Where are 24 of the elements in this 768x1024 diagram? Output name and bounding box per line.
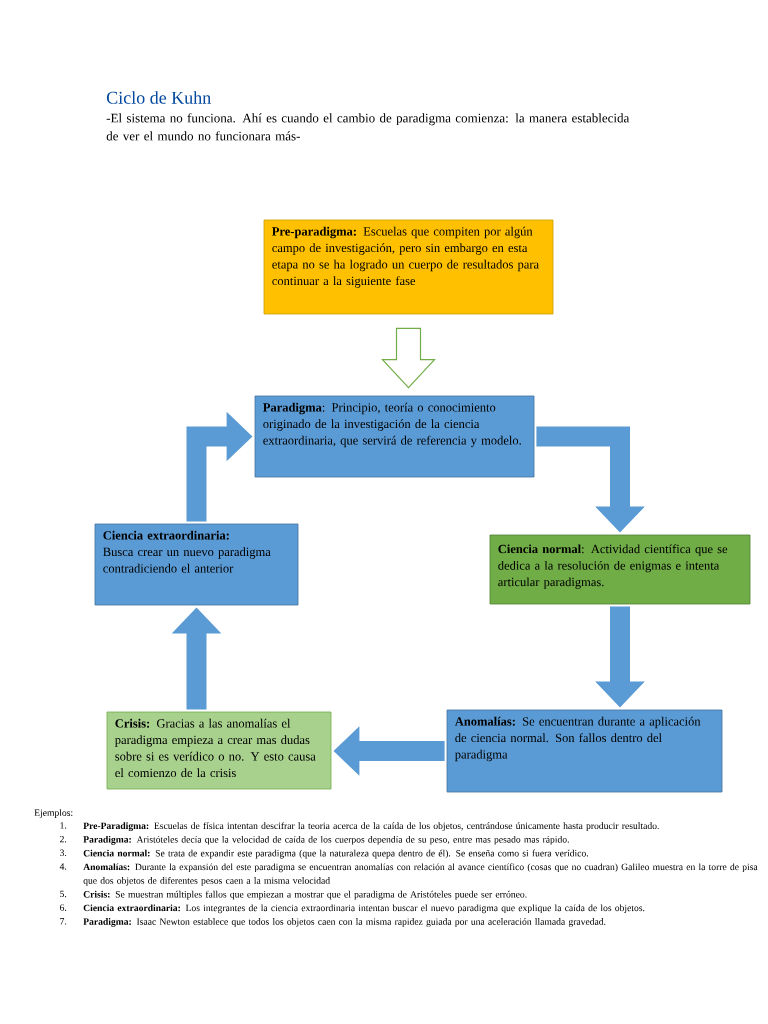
list-number: 7.	[60, 918, 67, 925]
list-number: 3.	[60, 849, 67, 857]
example-item: Paradigma: Isaac Newton establece que todos los objetos caen con la misma rapidez guiada por una aceleración llamada gravedad.	[83, 918, 606, 927]
list-number: 4.	[59, 863, 67, 870]
process-box: Anomalías: Se encuentran durante a aplicación de ciencia normal. Son fallos dentro del paradigma	[446, 709, 723, 793]
process-box: Crisis: Gracias a las anomalías el paradigma empieza a crear mas dudas sobre si es verídico o no. Y esto causa el comienzo de la crisis	[106, 711, 332, 790]
list-number: 5.	[60, 890, 67, 898]
intro-text: -El sistema no funciona. Ahí es cuando el cambio de paradigma comienza: la manera establecida de ver el mundo no funcionara más-	[106, 113, 630, 141]
example-item: Pre-Paradigma: Escuelas de física intentan descifrar la teoria acerca de la caída de los objetos, centrándose únicamente hasta producir resultado.	[83, 822, 659, 832]
hollow-block-arrow	[381, 327, 436, 389]
process-box: Paradigma: Principio, teoría o conocimiento originado de la investigación de la ciencia extraordinaria, que servirá de referencia y modelo.	[254, 395, 535, 478]
example-item: Ciencia extraordinaria: Los integrantes de la ciencia extraordinaria intentan buscar el nuevo paradigma que explique la caída de los objetos.	[83, 904, 645, 914]
example-item: Anomalías: Durante la expansión del este paradigma se encuentran anomalías con relación al avance científico (cosas que no cuadran) Galileo muestra en la torre de pisa que dos objetos de diferentes pesos caen a la misma velocidad	[83, 863, 758, 886]
heading: Ejemplos:	[34, 809, 73, 818]
list-number: 6.	[60, 904, 67, 911]
process-box: Pre-paradigma: Escuelas que compiten por algún campo de investigación, pero sin embargo en esta etapa no se ha logrado un cuerpo de resultados para continuar a la siguiente fase	[263, 219, 554, 315]
title: Ciclo de Kuhn	[106, 91, 211, 104]
example-item: Ciencia normal: Se trata de expandir este paradigma (que la naturaleza quepa dentro de él). Se enseña como si fuera verídico.	[83, 849, 589, 859]
process-box: Ciencia normal: Actividad científica que se dedica a la resolución de enigmas e intenta articular paradigmas.	[489, 534, 751, 605]
example-item: Paradigma: Aristóteles decía que la velocidad de caída de los cuerpos dependía de su peso, entre mas pesado mas rápido.	[83, 835, 569, 845]
process-box: Ciencia extraordinaria: Busca crear un nuevo paradigma contradiciendo el anterior	[94, 523, 299, 606]
list-number: 1.	[60, 822, 67, 829]
example-item: Crisis: Se muestran múltiples fallos que empiezan a mostrar que el paradigma de Aristóteles puede ser erróneo.	[83, 890, 527, 900]
list-number: 2.	[60, 835, 67, 843]
